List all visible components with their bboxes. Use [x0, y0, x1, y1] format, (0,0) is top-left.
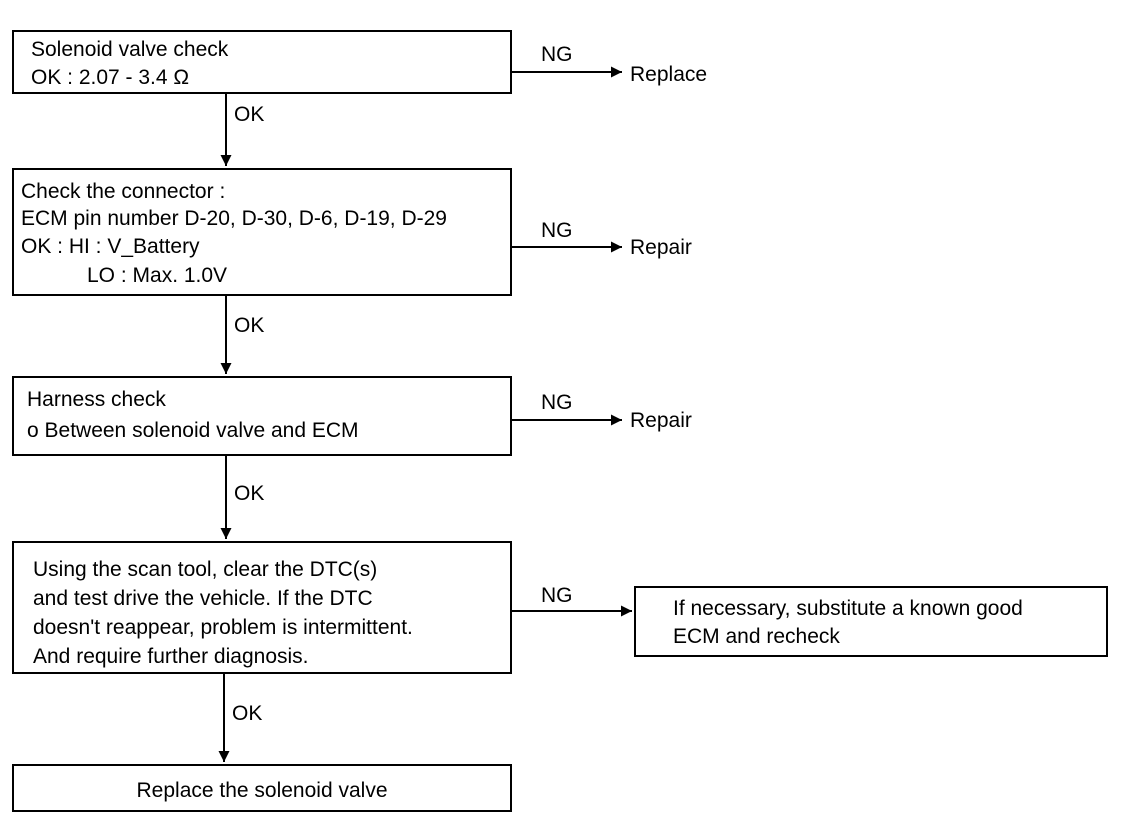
step-text: and test drive the vehicle. If the DTC	[33, 587, 373, 610]
step-text: Solenoid valve check	[31, 38, 229, 61]
ok-label: OK	[234, 482, 265, 505]
ok-label: OK	[234, 314, 265, 337]
step-text: Harness check	[27, 388, 166, 411]
step-box-scan-tool: Using the scan tool, clear the DTC(s) an…	[12, 541, 512, 674]
step-text: doesn't reappear, problem is intermitten…	[33, 616, 413, 639]
ok-label: OK	[232, 702, 263, 725]
step-text: ECM pin number D-20, D-30, D-6, D-19, D-…	[21, 207, 447, 230]
step-text: LO : Max. 1.0V	[87, 264, 228, 287]
step-text: OK : 2.07 - 3.4 Ω	[31, 66, 190, 89]
step-text: And require further diagnosis.	[33, 645, 309, 668]
ng-result-text: ECM and recheck	[673, 625, 840, 648]
ng-result: Repair	[630, 236, 692, 259]
step-text: Check the connector :	[21, 180, 226, 203]
step-box-connector-check: Check the connector : ECM pin number D-2…	[12, 168, 512, 296]
ng-result: Repair	[630, 409, 692, 432]
step-text: o Between solenoid valve and ECM	[27, 419, 359, 442]
ng-result: Replace	[630, 63, 708, 86]
ng-result-text: If necessary, substitute a known good	[673, 597, 1023, 620]
step-text: Using the scan tool, clear the DTC(s)	[33, 558, 378, 581]
final-step-box: Replace the solenoid valve	[12, 764, 512, 812]
ng-label: NG	[541, 219, 573, 242]
final-step-text: Replace the solenoid valve	[136, 779, 388, 802]
ng-label: NG	[541, 584, 573, 607]
ng-result-box: If necessary, substitute a known good EC…	[634, 586, 1108, 657]
step-text: OK : HI : V_Battery	[21, 235, 200, 258]
step-box-solenoid-check: Solenoid valve check OK : 2.07 - 3.4 Ω	[12, 30, 512, 94]
step-box-harness-check: Harness check o Between solenoid valve a…	[12, 376, 512, 456]
ng-label: NG	[541, 391, 573, 414]
ok-label: OK	[234, 103, 265, 126]
ng-label: NG	[541, 43, 573, 66]
